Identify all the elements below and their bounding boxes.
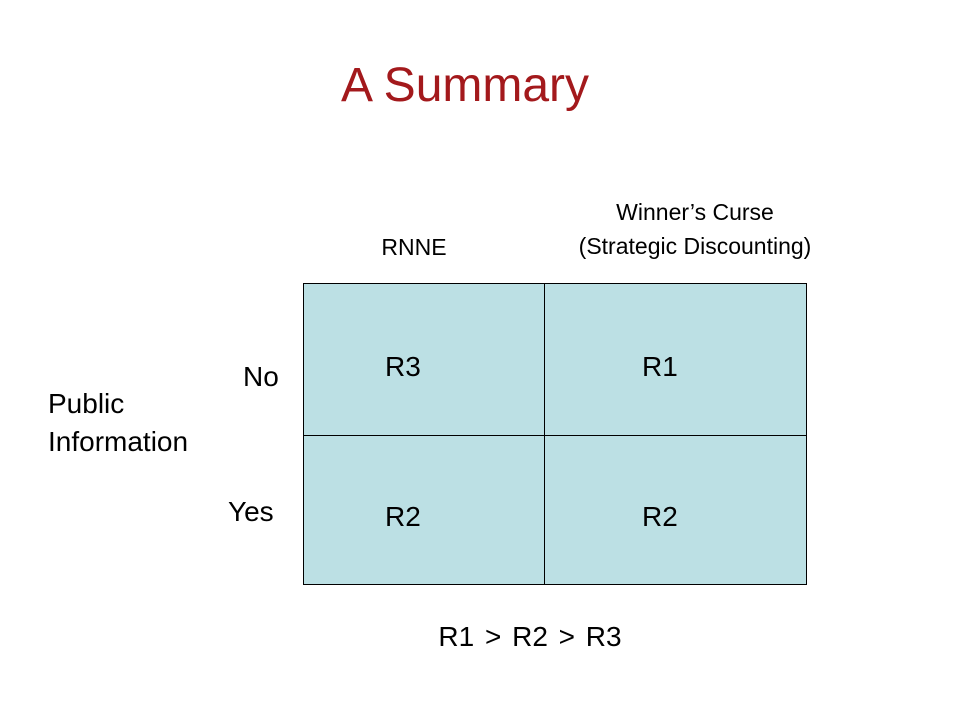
row-axis-label-line-1: Public bbox=[48, 388, 125, 419]
cell-no-rnne: R3 bbox=[385, 351, 421, 382]
cell-yes-rnne: R2 bbox=[385, 501, 421, 532]
column-header-line-2: (Strategic Discounting) bbox=[578, 233, 812, 259]
ranking-statement: R1 > R2 > R3 bbox=[438, 621, 622, 652]
slide-title: A Summary bbox=[340, 59, 590, 112]
grid-horizontal-divider bbox=[303, 435, 807, 436]
row-label-no: No bbox=[243, 361, 279, 392]
cell-yes-winners-curse: R2 bbox=[642, 501, 678, 532]
row-label-yes: Yes bbox=[228, 496, 274, 527]
row-axis-label-line-2: Information bbox=[48, 426, 189, 457]
grid-vertical-divider bbox=[544, 283, 545, 585]
column-header-line-1: Winner’s Curse bbox=[616, 199, 774, 225]
column-header-winners-curse: Winner’s Curse (Strategic Discounting) bbox=[520, 195, 870, 263]
column-header-rnne: RNNE bbox=[381, 234, 447, 260]
row-axis-label: Public Information bbox=[48, 385, 188, 461]
cell-no-winners-curse: R1 bbox=[642, 351, 678, 382]
matrix-grid bbox=[303, 283, 807, 585]
